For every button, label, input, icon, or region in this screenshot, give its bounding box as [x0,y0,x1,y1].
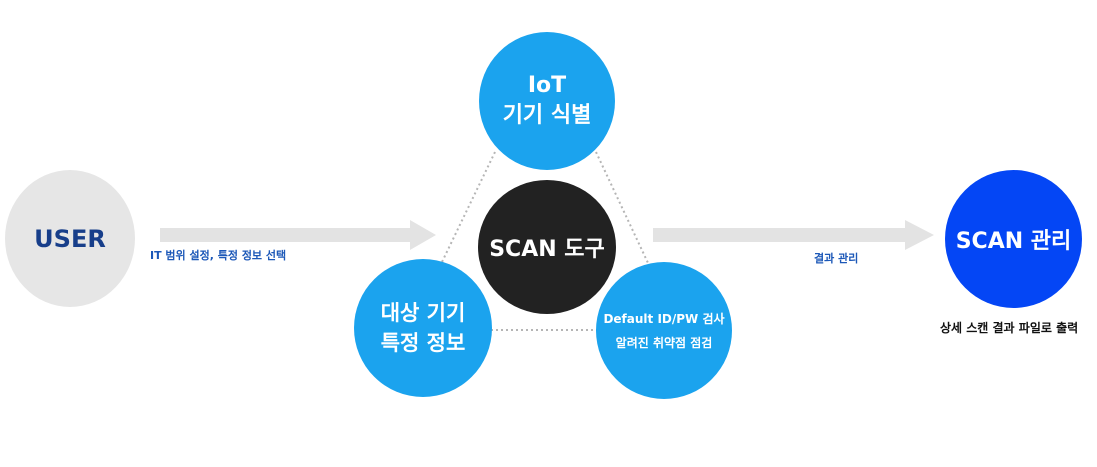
iot-node-line2: 기기 식별 [502,103,592,128]
target-node-line2: 특정 정보 [380,331,466,355]
user-to-tool-label: IT 범위 설정, 특정 정보 선택 [150,249,287,262]
default-node-line1: Default ID/PW 검사 [603,311,725,326]
default-check-node: Default ID/PW 검사 알려진 취약점 점검 [596,262,732,399]
tool-to-manage-label: 결과 관리 [814,252,859,265]
user-node: USER [5,170,135,307]
arrow-tool-to-manage [653,220,934,250]
scan-tool-node: SCAN 도구 [478,180,616,314]
dotted-link-iot-default [595,151,649,264]
default-node-line2: 알려진 취약점 점검 [615,335,713,350]
output-note: 상세 스캔 결과 파일로 출력 [940,321,1079,335]
scan-tool-label: SCAN 도구 [489,237,605,262]
iot-identify-node: IoT 기기 식별 [479,32,615,170]
arrow-user-to-tool [160,220,436,250]
scan-manage-label: SCAN 관리 [955,229,1072,254]
scan-manage-node: SCAN 관리 [945,170,1082,308]
iot-node-line1: IoT [527,73,567,98]
user-node-label: USER [34,224,106,253]
target-node-line1: 대상 기기 [380,301,466,325]
target-device-node: 대상 기기 특정 정보 [354,259,492,397]
dotted-link-iot-target [441,151,496,263]
